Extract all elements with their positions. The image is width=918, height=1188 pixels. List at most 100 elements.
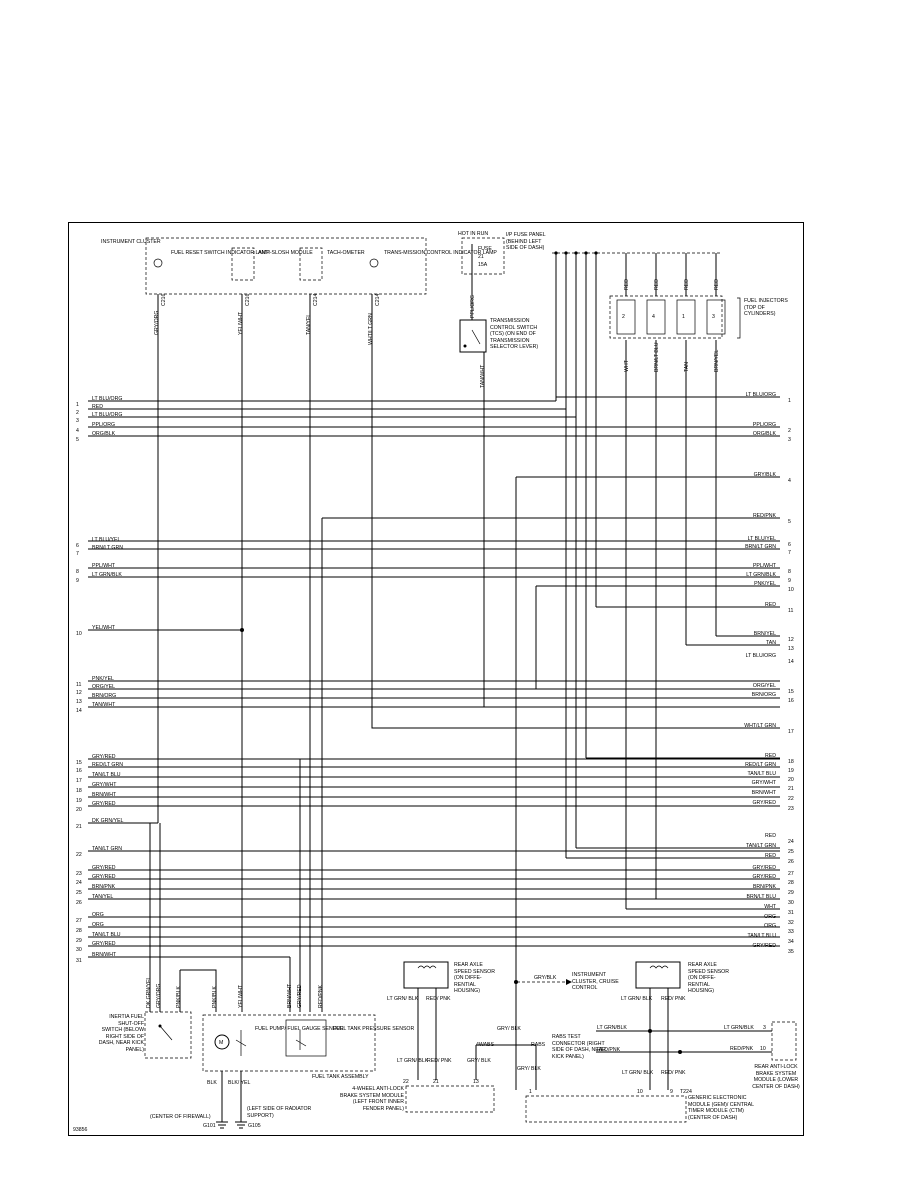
fuse-num: 21	[478, 254, 484, 260]
fuse-panel-label-wrap: I/P FUSE PANEL (BEHIND LEFT SIDE OF DASH…	[506, 232, 546, 251]
inertia-switch: INERTIA FUEL SHUT-OFF SWITCH (BELOW RIGH…	[99, 976, 192, 1059]
tcs-box	[459, 319, 487, 353]
wire-label: DK GRN/YEL	[146, 976, 152, 1008]
left-wire-number: 10	[76, 631, 82, 637]
wire-label: LT GRN/ BLK	[621, 996, 653, 1002]
injector-icon	[676, 299, 696, 335]
injector-number: 2	[622, 314, 625, 320]
wire-label: LT GRN/ BLK	[622, 1070, 654, 1076]
left-wire-number: 29	[76, 938, 82, 944]
inertia-box	[144, 1011, 192, 1059]
gem-label: GENERIC ELECTRONIC MODULE (GEM)/ CENTRAL…	[688, 1095, 754, 1121]
pin: 1	[529, 1089, 532, 1095]
injector-group-box	[609, 295, 723, 339]
wire-label: GRY/ BLK	[517, 1066, 541, 1072]
right-wire-number: 28	[788, 880, 794, 886]
sensor2-label-wrap: REAR AXLE SPEED SENSOR (ON DIFFE-RENTIAL…	[688, 962, 729, 994]
sensor2-label: REAR AXLE SPEED SENSOR (ON DIFFE-RENTIAL…	[688, 962, 729, 994]
right-wire-number: 12	[788, 637, 794, 643]
left-wire-number: 28	[76, 928, 82, 934]
right-wire-color: BRN/LT BLU	[746, 894, 776, 900]
ground-id: G101	[203, 1123, 216, 1129]
right-wire-color: WHT/LT GRN	[744, 723, 776, 729]
right-wire-number: 4	[788, 478, 791, 484]
right-wire-number: 33	[788, 929, 794, 935]
fuse-panel: HOT IN RUN FUSE 21 15A I/P FUSE PANEL (B…	[458, 231, 546, 318]
tcs-label-wrap: TRANSMISSION CONTROL SWITCH (TCS) (ON EN…	[490, 318, 538, 350]
left-wire-color: ORG/BLK	[92, 431, 116, 437]
cruise-ref: GRY/BLK INSTRUMENT CLUSTER, CRUISE CONTR…	[517, 972, 619, 991]
conn-label: C216	[161, 293, 167, 306]
gem-module: LT GRN/BLK RED/PNK LT GRN/ BLK RED/ PNK …	[597, 1025, 754, 1121]
right-wire-number: 29	[788, 890, 794, 896]
left-wire-color: TAN/YEL	[92, 894, 113, 900]
right-wire-number: 2	[788, 428, 791, 434]
right-wire-number: 7	[788, 550, 791, 556]
wire-label: YEL/WHT	[238, 984, 244, 1008]
cluster-unit-2: ANTI-SLOSH MODULE	[258, 250, 313, 256]
pin: 9	[670, 1089, 673, 1095]
right-wire-number: 9	[788, 578, 791, 584]
injector-wire-bottom: BRN/LT BLU	[654, 342, 660, 372]
cluster-title: INSTRUMENT CLUSTER	[101, 239, 161, 245]
tank-label: FUEL TANK ASSEMBLY	[312, 1074, 369, 1080]
rear-abs-module: LT GRN/BLK RED/PNK 3 10 REAR ANTI-LOCK B…	[724, 1021, 800, 1090]
gnd-wire: BLK	[207, 1080, 217, 1086]
cruise-label-wrap: INSTRUMENT CLUSTER, CRUISE CONTROL	[572, 972, 619, 991]
left-wire-number: 12	[76, 690, 82, 696]
right-wire-number: 27	[788, 871, 794, 877]
coil-icon	[417, 965, 437, 969]
harness-wire	[535, 585, 780, 689]
right-wire-number: 5	[788, 519, 791, 525]
left-wire-number: 21	[76, 824, 82, 830]
left-wire-number: 18	[76, 788, 82, 794]
left-wire-color: GRY/RED	[92, 801, 116, 807]
right-wire-color: ORG	[764, 923, 776, 929]
right-wire-number: 34	[788, 939, 794, 945]
wire-label: RED/ PNK	[426, 996, 451, 1002]
left-wire-color: GRY/RED	[92, 865, 116, 871]
pressure-sensor-box	[285, 1019, 327, 1057]
harness-wire	[417, 988, 477, 1080]
left-wire-color: LT BLU/ORG	[92, 396, 122, 402]
injector-number: 1	[682, 314, 685, 320]
lamp-icon	[153, 258, 163, 268]
rabs-label: RABS TEST CONNECTOR (RIGHT SIDE OF DASH,…	[552, 1034, 606, 1060]
left-wire-color: TAN/WHT	[92, 702, 116, 708]
left-wire-number: 3	[76, 418, 79, 424]
right-wire-number: 26	[788, 859, 794, 865]
left-wire-color: PPL/ORG	[92, 422, 115, 428]
instrument-cluster: INSTRUMENT CLUSTER FUEL RESET SWITCH IND…	[101, 237, 497, 295]
pump-motor-icon	[214, 1034, 230, 1050]
right-wire-number: 13	[788, 646, 794, 652]
motor-symbol: M	[219, 1040, 223, 1046]
cluster-unit-4: TRANS-MISSION CONTROL INDICATOR LAMP	[384, 250, 497, 256]
injector-number: 4	[652, 314, 655, 320]
fuse-panel-label: I/P FUSE PANEL (BEHIND LEFT SIDE OF DASH…	[506, 232, 546, 251]
injector-icon	[616, 299, 636, 335]
right-wire-number: 15	[788, 689, 794, 695]
cluster-unit-1: FUEL RESET SWITCH INDICATOR LAMP	[171, 250, 270, 256]
wire-label: GRY/ BLK	[467, 1058, 491, 1064]
left-wire-number: 23	[76, 871, 82, 877]
left-wire-color: DK GRN/YEL	[92, 818, 124, 824]
rabs-test-connector: RABS RABS TEST CONNECTOR (RIGHT SIDE OF …	[517, 1034, 687, 1123]
wire-label: GRY/ORG	[154, 311, 160, 335]
right-wire-color: PPL/ORG	[753, 422, 776, 428]
pin: 10	[637, 1089, 643, 1095]
right-wire-number: 8	[788, 569, 791, 575]
left-wire-number: 26	[76, 900, 82, 906]
tank-box	[202, 1014, 376, 1072]
left-wire-number: 25	[76, 890, 82, 896]
left-wire-color: BRN/PNK	[92, 884, 116, 890]
left-wire-color: ORG	[92, 912, 104, 918]
anti-slosh-box	[231, 247, 255, 281]
lamp-icon	[369, 258, 379, 268]
left-wire-number: 11	[76, 682, 81, 688]
left-wire-number: 1	[76, 402, 79, 408]
left-wire-number: 30	[76, 947, 82, 953]
ground-wires	[221, 1071, 242, 1122]
left-wire-color: GRY/RED	[92, 874, 116, 880]
pin: 13	[473, 1079, 479, 1085]
left-wire-number: 17	[76, 778, 82, 784]
